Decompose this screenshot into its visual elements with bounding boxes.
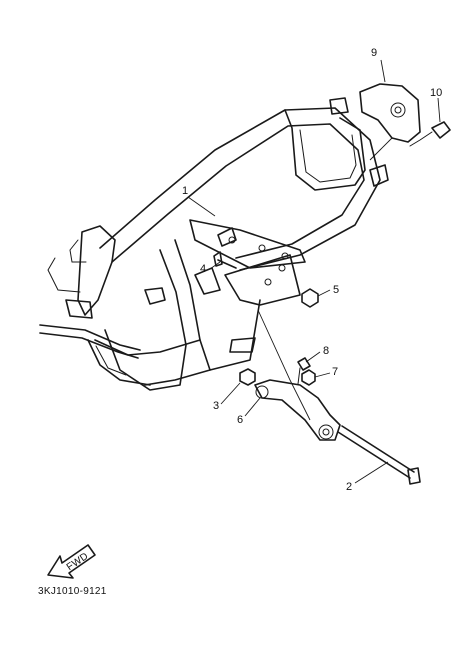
part-label-4: 4 — [200, 263, 206, 275]
part-label-5: 5 — [333, 284, 339, 296]
frame-drawing — [39, 97, 389, 391]
leader-lines — [187, 59, 441, 484]
part-label-7: 7 — [332, 366, 338, 378]
part-label-3: 3 — [213, 400, 219, 412]
part-label-9: 9 — [371, 47, 377, 59]
part-label-10: 10 — [430, 87, 442, 99]
rear-bracket-drawing — [359, 83, 451, 161]
part-label-2: 2 — [346, 481, 352, 493]
fwd-label: FWD — [65, 551, 91, 573]
part-label-1: 1 — [182, 185, 188, 197]
part-label-8: 8 — [323, 345, 329, 357]
fwd-arrow-icon: FWD — [47, 544, 96, 579]
diagram-code: 3KJ1010-9121 — [38, 586, 107, 597]
part-labels: 1 2 3 4 5 6 7 8 9 10 — [182, 47, 442, 493]
part-label-6: 6 — [237, 414, 243, 426]
stand-parts-drawing — [213, 251, 421, 485]
